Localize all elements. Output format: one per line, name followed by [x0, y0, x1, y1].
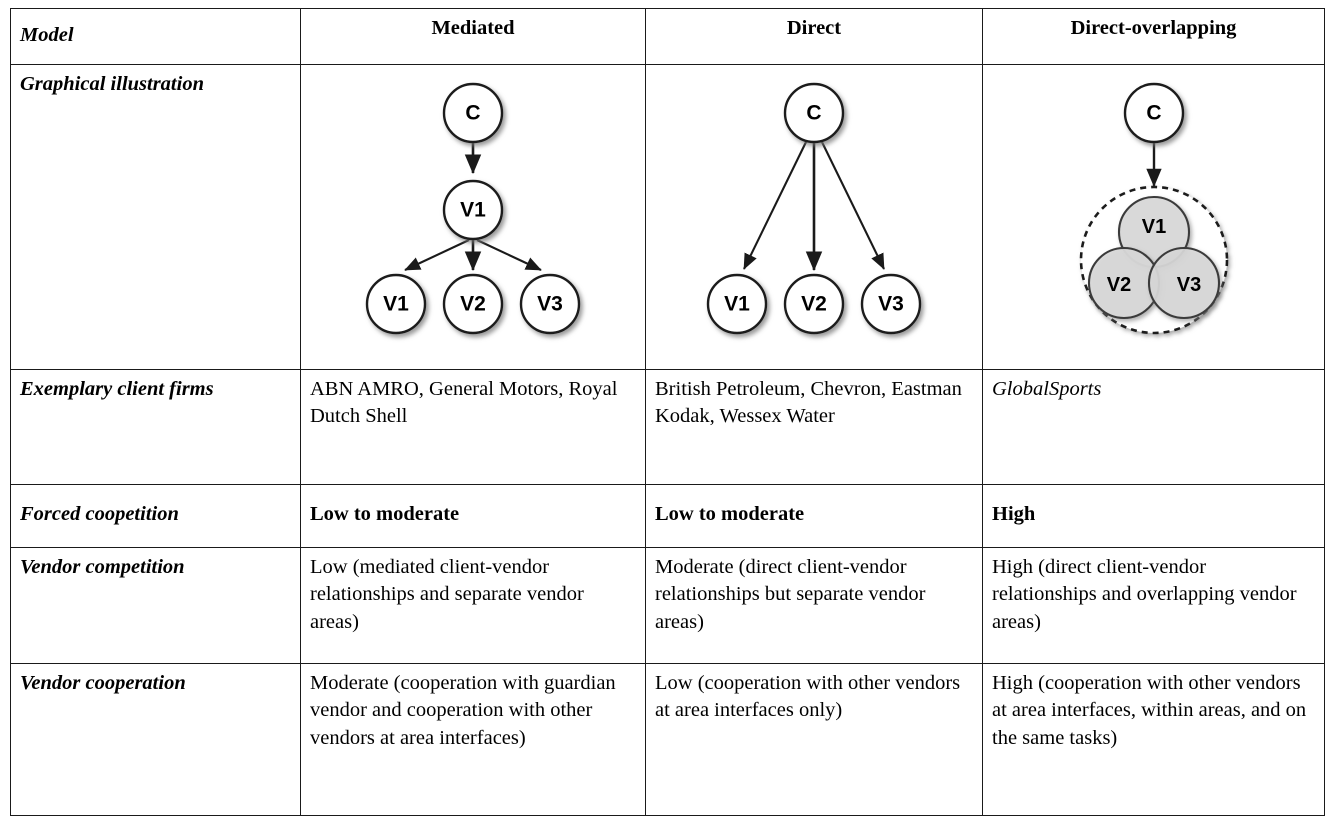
cell-direct-overlapping-diagram: C	[982, 64, 1325, 370]
direct-overlapping-model-diagram: C	[983, 65, 1324, 355]
node-label-vendor-1: V1	[1141, 216, 1165, 238]
node-label-client: C	[806, 102, 821, 125]
comparison-table: Model Mediated Direct Direct-overlapping…	[10, 8, 1325, 816]
node-label-vendor-1: V1	[724, 293, 750, 316]
mediated-diagram-svg: C V1 V1 V2	[365, 82, 581, 335]
cell-vendor-cooperation-overlap: High (cooperation with other vendors at …	[982, 663, 1325, 816]
header-direct: Direct	[645, 8, 983, 65]
node-label-vendor-3: V3	[1176, 274, 1200, 296]
cell-vendor-competition-mediated: Low (mediated client-vendor relationship…	[300, 547, 646, 664]
cell-firms-mediated: ABN AMRO, General Motors, Royal Dutch Sh…	[300, 369, 646, 485]
header-model: Model	[10, 8, 301, 65]
cell-vendor-cooperation-mediated: Moderate (cooperation with guardian vend…	[300, 663, 646, 816]
table-row-vendor-cooperation: Vendor cooperation Moderate (cooperation…	[10, 663, 1325, 816]
table-row-forced-coopetition: Forced coopetition Low to moderate Low t…	[10, 484, 1325, 548]
cell-vendor-competition-direct: Moderate (direct client-vendor relations…	[645, 547, 983, 664]
cell-vendor-cooperation-direct: Low (cooperation with other vendors at a…	[645, 663, 983, 816]
table-row-exemplary-client-firms: Exemplary client firms ABN AMRO, General…	[10, 369, 1325, 485]
mediated-model-diagram: C V1 V1 V2	[301, 65, 645, 355]
direct-model-diagram: C V1 V2 V3	[646, 65, 982, 355]
rowlabel-forced-coopetition: Forced coopetition	[10, 484, 301, 548]
cell-forced-coopetition-overlap: High	[982, 484, 1325, 548]
node-label-client: C	[1146, 102, 1161, 125]
node-label-client: C	[465, 102, 480, 125]
node-label-vendor-1: V1	[383, 293, 409, 316]
direct-diagram-svg: C V1 V2 V3	[706, 82, 922, 335]
rowlabel-exemplary-client-firms: Exemplary client firms	[10, 369, 301, 485]
node-label-vendor-2: V2	[460, 293, 486, 316]
node-label-vendor-2: V2	[1106, 274, 1130, 296]
node-label-vendor-3: V3	[537, 293, 563, 316]
table-row-graphical-illustration: Graphical illustration	[10, 64, 1325, 370]
header-mediated: Mediated	[300, 8, 646, 65]
overlapping-diagram-svg: C	[1079, 82, 1228, 335]
node-label-guardian-vendor: V1	[460, 199, 486, 222]
cell-firms-overlap: GlobalSports	[982, 369, 1325, 485]
rowlabel-vendor-cooperation: Vendor cooperation	[10, 663, 301, 816]
rowlabel-graphical-illustration: Graphical illustration	[10, 64, 301, 370]
cell-mediated-diagram: C V1 V1 V2	[300, 64, 646, 370]
table-row-vendor-competition: Vendor competition Low (mediated client-…	[10, 547, 1325, 664]
cell-direct-diagram: C V1 V2 V3	[645, 64, 983, 370]
node-label-vendor-3: V3	[878, 293, 904, 316]
cell-forced-coopetition-mediated: Low to moderate	[300, 484, 646, 548]
cell-forced-coopetition-direct: Low to moderate	[645, 484, 983, 548]
table-header-row: Model Mediated Direct Direct-overlapping	[10, 8, 1325, 65]
cell-firms-direct: British Petroleum, Chevron, Eastman Koda…	[645, 369, 983, 485]
node-label-vendor-2: V2	[801, 293, 827, 316]
table-figure-page: Model Mediated Direct Direct-overlapping…	[10, 8, 1325, 816]
cell-vendor-competition-overlap: High (direct client-vendor relationships…	[982, 547, 1325, 664]
header-direct-overlapping: Direct-overlapping	[982, 8, 1325, 65]
rowlabel-vendor-competition: Vendor competition	[10, 547, 301, 664]
